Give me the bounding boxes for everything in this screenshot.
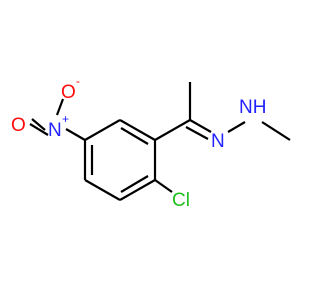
inner-double-bond-2 (120, 175, 149, 193)
bond-c-n-double-b (185, 126, 209, 140)
chemical-structure-diagram: N + O - O Cl N NH (11, 74, 291, 211)
hydrazone-side-chain: N NH (154, 82, 291, 152)
bond-ring-to-nitro-n (65, 128, 86, 141)
inner-double-bond-1 (120, 127, 149, 145)
imine-nitrogen-label: N (211, 131, 225, 152)
bond-n-nh (227, 121, 246, 133)
bond-ring-to-chlorine (154, 179, 173, 193)
bond-ring-to-imine-carbon (154, 119, 191, 141)
nitro-nitrogen-label: N (48, 120, 62, 141)
amine-nh-label: NH (239, 97, 266, 118)
bond-nitro-n-to-o-top (55, 98, 65, 116)
nitro-oxygen-top-label: O (61, 82, 76, 103)
chlorine-label: Cl (172, 190, 190, 211)
bond-nitro-n-to-o-bottom-b (29, 123, 49, 136)
bond-c1-c2 (119, 119, 156, 141)
bond-c3-c4 (119, 179, 156, 201)
nitro-group: N + O - O (11, 74, 86, 141)
chloro-substituent: Cl (154, 179, 190, 211)
bond-nh-methyl (261, 121, 291, 141)
benzene-ring (83, 119, 157, 201)
bond-c4-c5 (84, 179, 121, 201)
bond-c-n-double-a (189, 119, 212, 133)
nitro-oxygen-bottom-label: O (11, 115, 26, 136)
nitro-oxygen-top-charge: - (76, 74, 80, 88)
bond-c6-c1 (84, 119, 121, 141)
bond-nitro-n-to-o-bottom-a (31, 118, 46, 131)
nitro-nitrogen-charge: + (62, 112, 69, 126)
